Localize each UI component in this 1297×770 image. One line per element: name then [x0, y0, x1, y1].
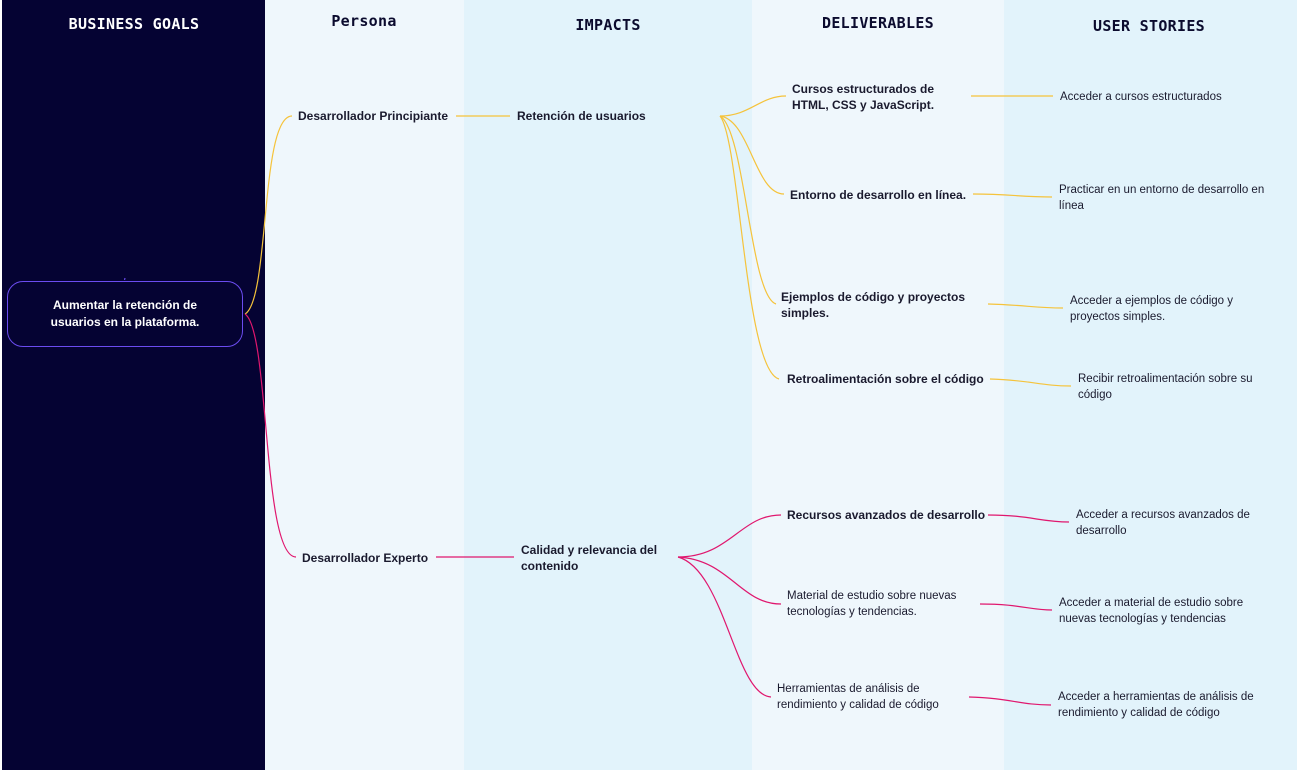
deliverable-node[interactable]: Cursos estructurados de HTML, CSS y Java… — [792, 82, 935, 112]
user-story-node[interactable]: Acceder a material de estudio sobre nuev… — [1059, 597, 1244, 625]
business-goal-text: Aumentar la retención de usuarios en la … — [50, 298, 200, 329]
business-goal-node[interactable]: Aumentar la retención de usuarios en la … — [7, 281, 243, 347]
user-story-node[interactable]: Recibir retroalimentación sobre su códig… — [1078, 373, 1253, 401]
deliverable-node[interactable]: Herramientas de análisis de rendimiento … — [777, 683, 939, 711]
user-story-node[interactable]: Acceder a ejemplos de código y proyectos… — [1070, 295, 1234, 323]
user-story-node[interactable]: Acceder a herramientas de análisis de re… — [1058, 691, 1254, 719]
deliverable-node[interactable]: Recursos avanzados de desarrollo — [787, 508, 986, 522]
persona-node[interactable]: Desarrollador Experto — [302, 551, 429, 565]
user-story-node[interactable]: Acceder a recursos avanzados de desarrol… — [1076, 509, 1250, 537]
column-deliverables — [752, 0, 1004, 770]
deliverable-node[interactable]: Material de estudio sobre nuevas tecnolo… — [787, 590, 957, 618]
header-user-stories: USER STORIES — [1093, 17, 1205, 35]
persona-node[interactable]: Desarrollador Principiante — [298, 109, 449, 123]
header-persona: Persona — [331, 12, 397, 30]
header-deliverables: DELIVERABLES — [822, 14, 934, 32]
column-persona — [265, 0, 464, 770]
impact-node[interactable]: Retención de usuarios — [517, 109, 646, 123]
column-business-goals — [2, 0, 265, 770]
user-story-node[interactable]: Acceder a cursos estructurados — [1060, 91, 1222, 103]
deliverable-node[interactable]: Ejemplos de código y proyectos simples. — [781, 290, 966, 320]
user-story-node[interactable]: Practicar en un entorno de desarrollo en… — [1059, 184, 1265, 212]
header-impacts: IMPACTS — [575, 16, 641, 34]
header-business-goals: BUSINESS GOALS — [68, 15, 200, 33]
impact-node[interactable]: Calidad y relevancia del contenido — [521, 543, 658, 573]
deliverable-node[interactable]: Retroalimentación sobre el código — [787, 372, 984, 386]
deliverable-node[interactable]: Entorno de desarrollo en línea. — [790, 188, 967, 202]
